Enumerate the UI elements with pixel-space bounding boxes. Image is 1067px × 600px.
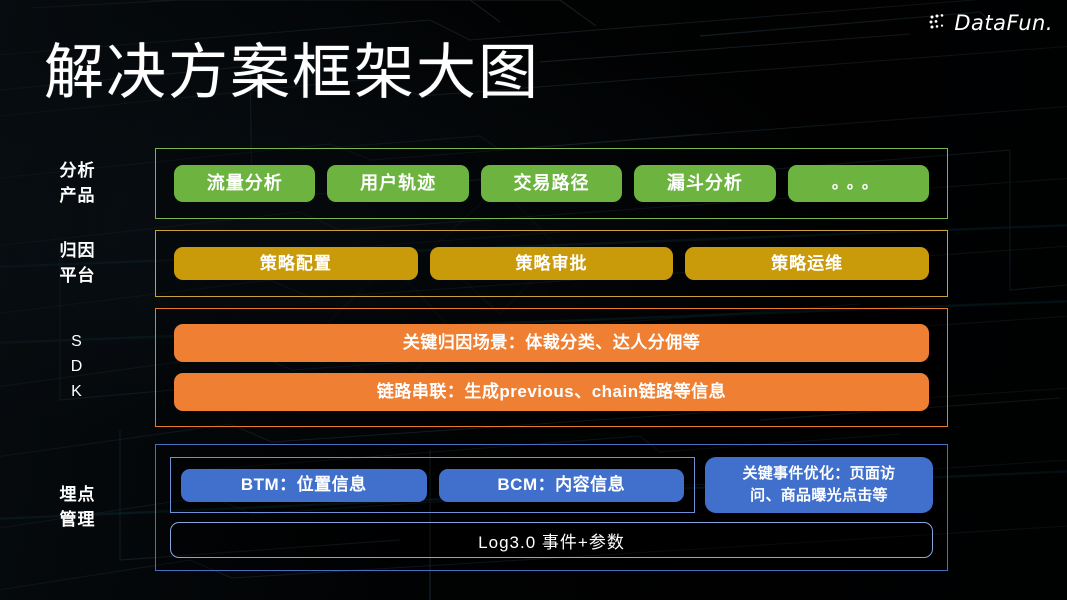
pill-bcm-content-info[interactable]: BCM：内容信息 — [438, 468, 684, 502]
pill-chain-linkage[interactable]: 链路串联：生成previous、chain链路等信息 — [174, 373, 929, 411]
pill-traffic-analysis[interactable]: 流量分析 — [174, 165, 316, 202]
band-analysis-products: 分析 产品 流量分析 用户轨迹 交易路径 漏斗分析 。。。 — [0, 148, 1067, 219]
page-title: 解决方案框架大图 — [44, 39, 540, 106]
card-line: 关键事件优化：页面访 — [742, 465, 896, 483]
group-identifiers: BTM：位置信息 BCM：内容信息 — [170, 457, 695, 513]
logo-wordmark: DataFun. — [954, 10, 1053, 35]
datafun-logo: DataFun. — [928, 12, 1053, 34]
pill-btm-position-info[interactable]: BTM：位置信息 — [181, 468, 427, 502]
band-body-analysis-products: 流量分析 用户轨迹 交易路径 漏斗分析 。。。 — [155, 148, 948, 219]
band-body-tracking-management: BTM：位置信息 BCM：内容信息 关键事件优化：页面访 问、商品曝光点击等 L… — [155, 444, 948, 571]
card-key-event-optimization[interactable]: 关键事件优化：页面访 问、商品曝光点击等 — [705, 457, 933, 513]
pill-key-attribution-scenarios[interactable]: 关键归因场景：体裁分类、达人分佣等 — [174, 324, 929, 362]
group-tracking-management: BTM：位置信息 BCM：内容信息 关键事件优化：页面访 问、商品曝光点击等 L… — [155, 444, 948, 571]
band-label-tracking-management: 埋点 管理 — [0, 444, 155, 571]
band-spacer — [0, 219, 1067, 230]
band-label-sdk: S D K — [0, 308, 155, 427]
datafun-dots-icon — [929, 14, 944, 29]
band-label-line: 平台 — [59, 265, 96, 285]
band-label-line: S — [71, 333, 84, 351]
band-label-line: 归因 — [59, 241, 96, 261]
pill-more-ellipsis[interactable]: 。。。 — [787, 165, 930, 202]
band-body-sdk: 关键归因场景：体裁分类、达人分佣等 链路串联：生成previous、chain链… — [155, 308, 948, 427]
band-attribution-platform: 归因 平台 策略配置 策略审批 策略运维 — [0, 230, 1067, 297]
group-attribution-platform: 策略配置 策略审批 策略运维 — [155, 230, 948, 297]
card-line: 问、商品曝光点击等 — [750, 487, 888, 504]
band-label-attribution-platform: 归因 平台 — [0, 230, 155, 297]
band-label-line: 分析 — [59, 161, 96, 181]
pill-user-trajectory[interactable]: 用户轨迹 — [327, 165, 469, 202]
pill-transaction-path[interactable]: 交易路径 — [480, 165, 623, 202]
band-label-line: 管理 — [59, 509, 96, 529]
pill-strategy-approval[interactable]: 策略审批 — [429, 247, 674, 280]
group-sdk: 关键归因场景：体裁分类、达人分佣等 链路串联：生成previous、chain链… — [155, 308, 948, 427]
band-label-line: K — [71, 382, 84, 400]
pill-funnel-analysis[interactable]: 漏斗分析 — [634, 165, 776, 202]
architecture-diagram: 分析 产品 流量分析 用户轨迹 交易路径 漏斗分析 。。。 归因 平台 — [0, 148, 1067, 571]
pill-strategy-operations[interactable]: 策略运维 — [685, 247, 930, 280]
pill-strategy-config[interactable]: 策略配置 — [174, 247, 418, 280]
bar-log3-events-params[interactable]: Log3.0 事件+参数 — [170, 522, 933, 558]
band-label-line: D — [70, 358, 85, 376]
band-label-line: 产品 — [59, 185, 96, 205]
band-tracking-management: 埋点 管理 BTM：位置信息 BCM：内容信息 关键事件优化：页面访 问、商品曝… — [0, 444, 1067, 571]
tracking-top-row: BTM：位置信息 BCM：内容信息 关键事件优化：页面访 问、商品曝光点击等 — [170, 457, 933, 513]
band-spacer — [0, 297, 1067, 308]
band-body-attribution-platform: 策略配置 策略审批 策略运维 — [155, 230, 948, 297]
group-analysis-products: 流量分析 用户轨迹 交易路径 漏斗分析 。。。 — [155, 148, 948, 219]
band-sdk: S D K 关键归因场景：体裁分类、达人分佣等 链路串联：生成previous、… — [0, 308, 1067, 427]
band-spacer — [0, 427, 1067, 444]
band-label-line: 埋点 — [59, 485, 96, 505]
band-label-analysis-products: 分析 产品 — [0, 148, 155, 219]
